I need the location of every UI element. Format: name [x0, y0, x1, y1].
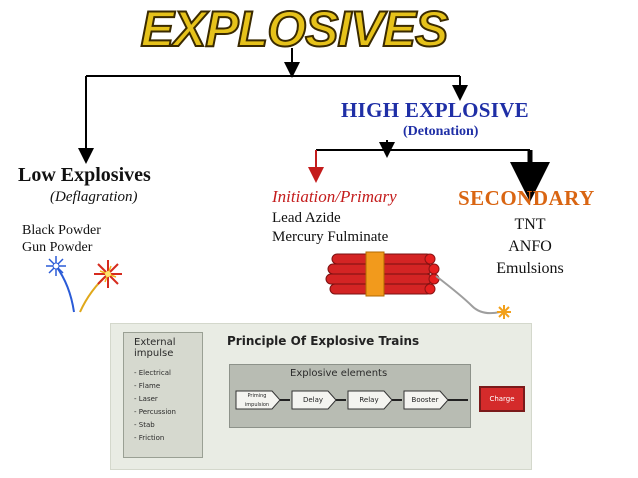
list-item: - Laser	[134, 395, 158, 403]
dynamite-illustration	[325, 251, 511, 319]
list-item: TNT	[514, 216, 546, 233]
element-label: Booster	[411, 396, 439, 404]
external-impulse-box: External impulse - Electrical - Flame - …	[123, 332, 203, 458]
spark-icon	[497, 305, 511, 319]
element-relay: Relay	[348, 391, 390, 409]
high-explosive-title: HIGH EXPLOSIVE	[341, 98, 529, 122]
relay-arrow	[347, 390, 393, 410]
title-wordart: EXPLOSIVES	[140, 0, 450, 58]
external-impulse-list: - Electrical - Flame - Laser - Percussio…	[134, 367, 176, 445]
external-impulse-title: External impulse	[134, 337, 176, 359]
element-delay: Delay	[292, 391, 334, 409]
element-label: Relay	[359, 396, 379, 404]
dynamite-sticks-icon	[325, 251, 440, 297]
primary-list: Lead Azide Mercury Fulminate	[272, 209, 388, 247]
page-title: EXPLOSIVES	[141, 1, 448, 57]
priming-arrow	[235, 390, 281, 410]
low-explosives-title: Low Explosives	[18, 164, 151, 186]
blue-burst-icon	[46, 256, 66, 276]
booster-arrow	[403, 390, 449, 410]
list-item: - Flame	[134, 382, 161, 390]
element-label: Delay	[302, 396, 324, 404]
element-label: Priming impulsion	[244, 393, 270, 408]
element-priming: Priming impulsion	[236, 391, 278, 409]
delay-arrow	[291, 390, 337, 410]
element-arrows	[235, 390, 468, 410]
element-booster: Booster	[404, 391, 446, 409]
list-item: ANFO	[508, 238, 552, 255]
primary-title: Initiation/Primary	[272, 187, 397, 206]
high-explosive-subtitle: (Detonation)	[403, 124, 479, 139]
charge-box: Charge	[479, 386, 525, 412]
list-item: Gun Powder	[22, 240, 93, 255]
train-title: Principle Of Explosive Trains	[227, 334, 420, 348]
explosive-elements-title: Explosive elements	[290, 368, 388, 379]
low-explosives-subtitle: (Deflagration)	[50, 189, 138, 205]
list-item: Emulsions	[496, 260, 564, 277]
red-burst-icon	[94, 260, 122, 288]
low-explosives-list: Black Powder Gun Powder	[22, 222, 101, 256]
list-item: - Stab	[134, 421, 155, 429]
secondary-title: SECONDARY	[458, 186, 595, 210]
list-item: - Electrical	[134, 369, 171, 377]
list-item: - Percussion	[134, 408, 176, 416]
explosive-elements-box: Explosive elements Priming impulsion Del…	[229, 364, 471, 428]
list-item: Black Powder	[22, 223, 101, 238]
list-item: - Friction	[134, 434, 165, 442]
explosive-train-panel: External impulse - Electrical - Flame - …	[110, 323, 532, 470]
list-item: Mercury Fulminate	[272, 229, 389, 245]
fireworks-illustration	[46, 256, 122, 313]
list-item: Lead Azide	[272, 210, 341, 226]
secondary-list: TNT ANFO Emulsions	[470, 214, 590, 280]
